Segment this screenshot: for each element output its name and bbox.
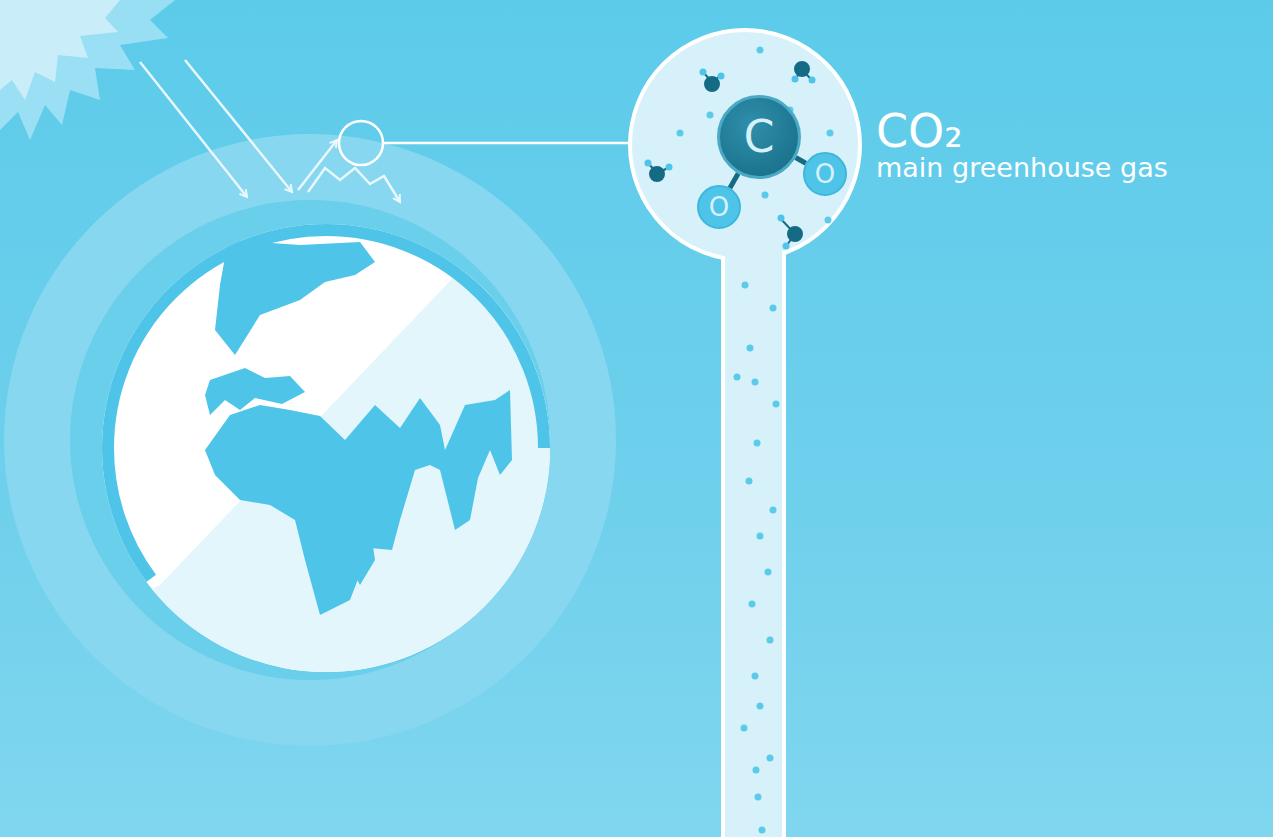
caption-label: main greenhouse gas	[876, 152, 1168, 183]
atom-circle: C	[717, 95, 801, 179]
small-molecules	[645, 62, 816, 250]
earth	[90, 200, 580, 700]
magnifier-circle	[630, 30, 860, 260]
atom-symbol: O	[815, 161, 835, 187]
atmosphere-outer	[4, 134, 616, 746]
formula-label: CO₂	[876, 104, 963, 158]
chemical-bond	[796, 158, 806, 164]
atom-circle: O	[697, 185, 741, 229]
chemical-bond	[730, 173, 738, 187]
leader-line	[383, 142, 632, 145]
zoom-ring	[339, 121, 383, 165]
atom-symbol: C	[744, 115, 775, 159]
concentration-tube	[723, 230, 784, 837]
atom-symbol: O	[709, 194, 729, 220]
atom-circle: O	[803, 152, 847, 196]
sun	[0, 0, 175, 140]
